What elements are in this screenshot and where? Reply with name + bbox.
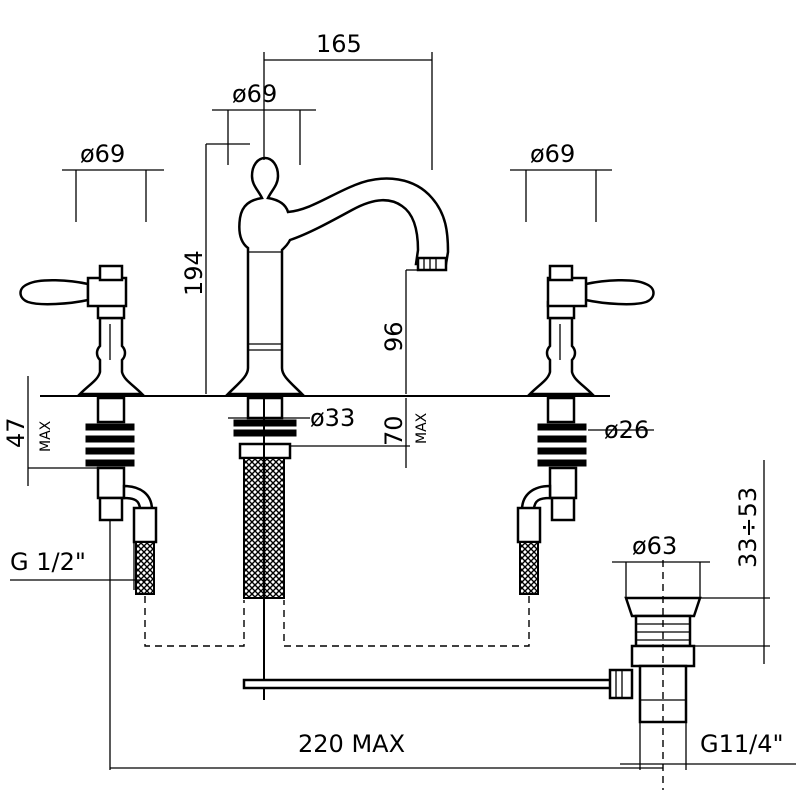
dim-waste-range: 33÷53: [734, 487, 762, 568]
right-handle: [526, 264, 655, 396]
center-shank: [233, 396, 297, 700]
dim-waste-diameter: ø63: [632, 532, 677, 560]
dim-spout-reach: 165: [316, 30, 362, 58]
dim-spout-clearance: 96: [380, 321, 408, 352]
dim-spout-height: 194: [180, 250, 208, 296]
right-shank: [516, 396, 587, 595]
right-connection: [283, 596, 530, 647]
dim-left-handle-diameter: ø69: [80, 140, 125, 168]
left-connection: [144, 596, 245, 647]
dim-deck-center-max: MAX: [414, 412, 430, 444]
dim-inlet-thread: G 1/2": [10, 548, 86, 576]
dim-overall-width: 220 MAX: [298, 730, 405, 758]
dim-center-shank: ø33: [310, 404, 355, 432]
dim-deck-left: 47: [2, 417, 30, 448]
dim-deck-left-max: MAX: [38, 420, 54, 452]
dim-waste-thread: G11/4": [700, 730, 784, 758]
spout-body: [224, 156, 450, 396]
dim-right-handle-diameter: ø69: [530, 140, 575, 168]
left-shank: [85, 396, 158, 595]
dim-spout-diameter: ø69: [232, 80, 277, 108]
dim-side-shank: ø26: [604, 416, 649, 444]
popup-waste: [242, 560, 702, 790]
dimension-lines: [10, 52, 796, 770]
left-handle: [19, 264, 146, 396]
dim-deck-center: 70: [380, 415, 408, 446]
